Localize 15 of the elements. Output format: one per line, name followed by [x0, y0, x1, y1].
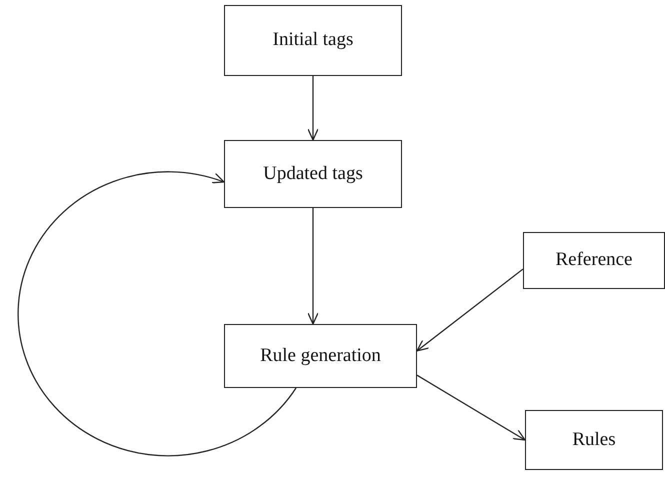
process-box	[224, 5, 402, 76]
process-box	[525, 410, 663, 470]
box-label: Reference	[556, 248, 632, 272]
process-box	[523, 232, 665, 289]
box-label: Rules	[572, 428, 616, 452]
box-label: Rule generation	[260, 344, 381, 368]
box-label: Updated tags	[263, 162, 363, 186]
arrow	[416, 374, 526, 441]
process-box	[224, 140, 402, 208]
arrow	[307, 208, 319, 325]
arrow	[416, 268, 524, 352]
arrow	[307, 76, 319, 141]
process-box	[224, 324, 417, 388]
arrow	[18, 171, 296, 456]
box-label: Initial tags	[272, 28, 354, 52]
